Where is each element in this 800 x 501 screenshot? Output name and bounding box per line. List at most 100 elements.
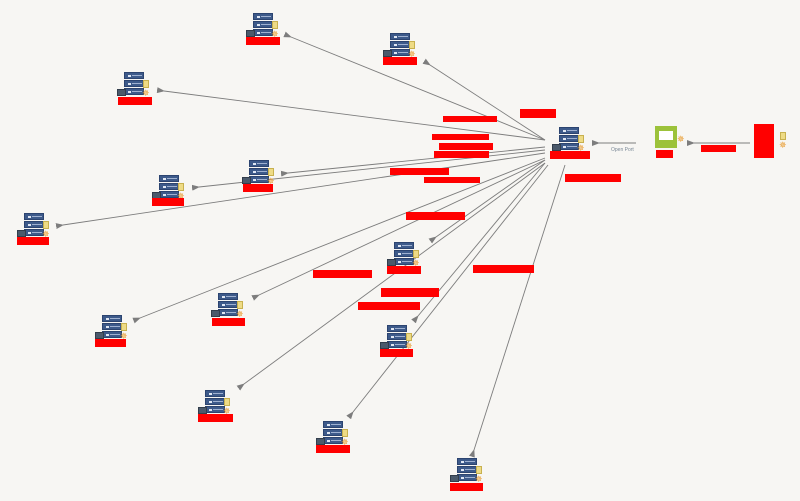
terminal-icon xyxy=(198,407,207,414)
document-icon xyxy=(342,429,348,437)
document-icon xyxy=(413,250,419,258)
node-srv-12[interactable]: ✵ xyxy=(314,421,354,451)
node-srv-07[interactable]: ✵ xyxy=(385,242,425,272)
document-icon xyxy=(224,398,230,406)
terminal-icon xyxy=(383,50,392,57)
redacted-node-label xyxy=(212,318,245,326)
document-icon xyxy=(780,132,786,140)
redacted-edge-label xyxy=(520,109,556,118)
terminal-icon xyxy=(380,342,389,349)
node-srv-08[interactable]: ✵ xyxy=(209,293,249,323)
edge-label-open-port: Open Port xyxy=(611,147,634,153)
server-icon xyxy=(323,421,345,447)
node-gateway-switch[interactable]: ✵ xyxy=(655,126,695,156)
node-srv-01[interactable]: ✵ xyxy=(244,13,284,43)
edge-hub-server-to-srv-01[interactable] xyxy=(283,31,546,141)
redacted-node-label xyxy=(387,266,421,274)
terminal-icon xyxy=(450,475,459,482)
pin-icon: ✵ xyxy=(236,309,244,319)
edge-hub-server-to-srv-09[interactable] xyxy=(132,157,546,324)
redacted-edge-label xyxy=(313,270,372,278)
redacted-node-label xyxy=(383,57,417,65)
node-srv-11[interactable]: ✵ xyxy=(196,390,236,420)
redacted-node-label xyxy=(380,349,413,357)
server-icon xyxy=(457,458,479,484)
redacted-node-label xyxy=(17,237,49,245)
pin-icon: ✵ xyxy=(223,406,231,416)
server-icon xyxy=(394,242,416,268)
pin-icon: ✵ xyxy=(271,29,279,39)
redacted-edge-label xyxy=(443,116,497,122)
node-srv-03[interactable]: ✵ xyxy=(115,72,155,102)
redacted-edge-label xyxy=(473,265,534,273)
terminal-icon xyxy=(246,30,255,37)
node-source-host[interactable]: ✵ xyxy=(752,124,792,154)
server-icon xyxy=(124,72,146,98)
terminal-icon xyxy=(316,438,325,445)
node-srv-04[interactable]: ✵ xyxy=(240,160,280,190)
document-icon xyxy=(268,168,274,176)
pin-icon: ✵ xyxy=(142,88,150,98)
redacted-node-label xyxy=(95,339,126,347)
pin-icon: ✵ xyxy=(475,474,483,484)
terminal-icon xyxy=(117,89,126,96)
redacted-node-label xyxy=(198,414,233,422)
edge-hub-server-to-srv-03[interactable] xyxy=(156,87,546,141)
redacted-node-label xyxy=(152,198,184,206)
server-icon xyxy=(559,127,581,153)
terminal-icon xyxy=(211,310,220,317)
pin-icon: ✵ xyxy=(405,341,413,351)
edge-hub-server-to-srv-08[interactable] xyxy=(251,159,546,301)
edge-hub-server-to-srv-12[interactable] xyxy=(346,164,549,420)
terminal-icon xyxy=(387,259,396,266)
node-srv-06[interactable]: ✵ xyxy=(15,213,55,243)
pin-icon: ✵ xyxy=(177,191,185,201)
redacted-edge-label xyxy=(424,177,480,183)
terminal-icon xyxy=(552,144,561,151)
pin-icon: ✵ xyxy=(577,143,585,153)
pin-icon: ✵ xyxy=(341,437,349,447)
node-srv-05[interactable]: ✵ xyxy=(150,175,190,205)
node-srv-13[interactable]: ✵ xyxy=(448,458,488,488)
edge-hub-server-to-srv-06[interactable] xyxy=(55,152,546,230)
document-icon xyxy=(578,135,584,143)
server-icon xyxy=(253,13,275,39)
edge-hub-server-to-srv-02[interactable] xyxy=(422,58,546,141)
terminal-icon xyxy=(17,230,26,237)
node-srv-09[interactable]: ✵ xyxy=(93,315,133,345)
redacted-node-label xyxy=(450,483,483,491)
document-icon xyxy=(237,301,243,309)
redacted-edge-label xyxy=(358,302,420,310)
document-icon xyxy=(143,80,149,88)
server-icon xyxy=(218,293,240,319)
node-srv-02[interactable]: ✵ xyxy=(381,33,421,63)
document-icon xyxy=(272,21,278,29)
node-hub-server[interactable]: ✵ xyxy=(550,127,590,157)
redacted-node-label xyxy=(246,37,280,45)
redacted-edge-label xyxy=(565,174,621,182)
server-icon xyxy=(102,315,124,341)
node-srv-10[interactable]: ✵ xyxy=(378,325,418,355)
redacted-edge-label xyxy=(434,151,489,158)
document-icon xyxy=(409,41,415,49)
document-icon xyxy=(121,323,127,331)
redacted-node-label xyxy=(754,124,774,158)
redacted-edge-label xyxy=(432,134,489,140)
pin-icon: ✵ xyxy=(677,134,685,144)
edge-hub-server-to-srv-13[interactable] xyxy=(469,164,566,458)
document-icon xyxy=(43,221,49,229)
redacted-node-label xyxy=(316,445,350,453)
document-icon xyxy=(178,183,184,191)
server-icon xyxy=(390,33,412,59)
pin-icon: ✵ xyxy=(412,258,420,268)
edge-hub-server-to-srv-04[interactable] xyxy=(280,146,546,177)
edge-hub-server-to-srv-10[interactable] xyxy=(411,162,546,324)
edge-hub-server-to-srv-07[interactable] xyxy=(428,159,546,244)
redacted-edge-label xyxy=(406,212,465,220)
redacted-node-label xyxy=(118,97,152,105)
redacted-node-label xyxy=(550,151,590,159)
pin-icon: ✵ xyxy=(779,140,787,150)
network-switch-icon xyxy=(655,126,677,148)
terminal-icon xyxy=(242,177,251,184)
